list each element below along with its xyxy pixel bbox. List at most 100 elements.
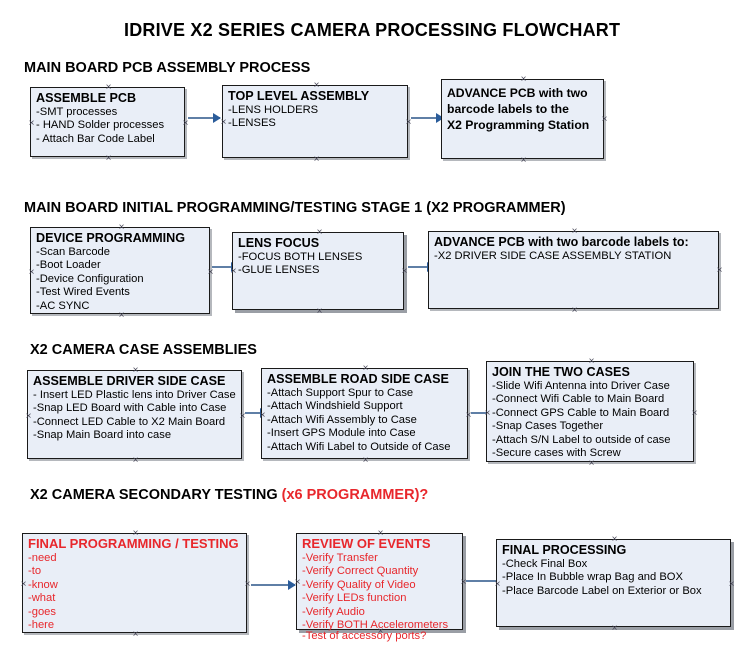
- box-line: - Insert LED Plastic lens into Driver Ca…: [33, 388, 236, 401]
- box-line: -Connect Wifi Cable to Main Board: [492, 393, 665, 406]
- connection-handle-bottom-icon[interactable]: [131, 630, 140, 639]
- connector-shaft: [411, 117, 443, 119]
- box-line: -to: [28, 565, 42, 578]
- connection-handle-left-icon[interactable]: [493, 580, 502, 589]
- box-line: -Verify LEDs function: [302, 592, 407, 605]
- box-title: LENS FOCUS: [238, 236, 320, 250]
- connection-handle-right-icon[interactable]: [715, 266, 724, 275]
- connector-arrow-1-1: [188, 113, 221, 123]
- connection-handle-left-icon[interactable]: [27, 119, 36, 128]
- box-line: -Snap Main Board into case: [33, 429, 172, 442]
- section-heading-1-text: MAIN BOARD PCB ASSEMBLY PROCESS: [24, 60, 311, 76]
- connection-handle-bottom-icon[interactable]: [610, 624, 619, 633]
- box-line: -Secure cases with Screw: [492, 447, 621, 460]
- connection-handle-top-icon[interactable]: [131, 366, 140, 375]
- box-title: TOP LEVEL ASSEMBLY: [228, 89, 370, 103]
- connection-handle-left-icon[interactable]: [483, 409, 492, 418]
- connection-handle-top-icon[interactable]: [117, 223, 126, 232]
- process-box-final-processing[interactable]: FINAL PROCESSING -Check Final Box -Place…: [496, 539, 731, 627]
- connection-handle-top-icon[interactable]: [312, 81, 321, 90]
- connection-handle-left-icon[interactable]: [219, 118, 228, 127]
- section-heading-3: X2 CAMERA CASE ASSEMBLIES: [30, 342, 257, 358]
- connection-handle-left-icon[interactable]: [19, 580, 28, 589]
- box-line: -goes: [28, 605, 56, 618]
- connection-handle-bottom-icon[interactable]: [361, 456, 370, 465]
- section-heading-4-red-text: (x6 PROGRAMMER)?: [281, 487, 429, 503]
- box-title: ASSEMBLE DRIVER SIDE CASE: [33, 374, 226, 388]
- box-title: FINAL PROGRAMMING / TESTING: [28, 536, 239, 551]
- connector-shaft: [408, 266, 434, 268]
- box-line: -Test Wired Events: [36, 286, 130, 299]
- box-title: DEVICE PROGRAMMING: [36, 231, 186, 245]
- box-line: -Verify Correct Quantity: [302, 565, 419, 578]
- connection-handle-left-icon[interactable]: [27, 268, 36, 277]
- connection-handle-top-icon[interactable]: [587, 357, 596, 366]
- process-box-advance-pcb-programming-station[interactable]: ADVANCE PCB with two barcode labels to t…: [441, 79, 604, 159]
- connection-handle-left-icon[interactable]: [24, 412, 33, 421]
- connector-arrowhead-icon: [288, 580, 296, 590]
- section-heading-2: MAIN BOARD INITIAL PROGRAMMING/TESTING S…: [24, 200, 566, 216]
- process-box-advance-pcb-driver-side-station[interactable]: ADVANCE PCB with two barcode labels to: …: [428, 231, 719, 309]
- page-title: IDRIVE X2 SERIES CAMERA PROCESSING FLOWC…: [124, 20, 621, 40]
- connection-handle-top-icon[interactable]: [610, 535, 619, 544]
- process-box-assemble-pcb[interactable]: ASSEMBLE PCB -SMT processes - HAND Solde…: [30, 87, 185, 157]
- connection-handle-bottom-icon[interactable]: [315, 307, 324, 316]
- box-line: -Slide Wifi Antenna into Driver Case: [492, 379, 670, 392]
- box-line: -SMT processes: [36, 105, 118, 118]
- box-line: -Verify BOTH Accelerometers: [302, 619, 449, 632]
- process-box-lens-focus[interactable]: LENS FOCUS -FOCUS BOTH LENSES -GLUE LENS…: [232, 232, 404, 310]
- connection-handle-bottom-icon[interactable]: [104, 154, 113, 163]
- box-line: -Attach S/N Label to outside of case: [492, 433, 671, 446]
- connection-handle-top-icon[interactable]: [104, 83, 113, 92]
- box-line: -Place Barcode Label on Exterior or Box: [502, 584, 702, 597]
- connection-handle-bottom-icon[interactable]: [587, 459, 596, 468]
- box-line: -Place In Bubble wrap Bag and BOX: [502, 571, 683, 584]
- box-line: -Scan Barcode: [36, 245, 111, 258]
- connection-handle-bottom-icon[interactable]: [376, 627, 385, 636]
- connection-handle-right-icon[interactable]: [690, 409, 699, 418]
- connection-handle-right-icon[interactable]: [727, 580, 736, 589]
- connection-handle-top-icon[interactable]: [315, 228, 324, 237]
- box-title: ADVANCE PCB with two barcode labels to:: [434, 235, 689, 249]
- box-line: -need: [28, 551, 57, 564]
- box-line: -Attach Wifi Assembly to Case: [267, 413, 417, 426]
- process-box-top-level-assembly[interactable]: TOP LEVEL ASSEMBLY -LENS HOLDERS -LENSES: [222, 85, 408, 158]
- connection-handle-left-icon[interactable]: [293, 578, 302, 587]
- process-box-review-of-events[interactable]: REVIEW OF EVENTS -Verify Transfer -Verif…: [293, 533, 463, 642]
- process-box-final-programming-testing[interactable]: FINAL PROGRAMMING / TESTING -need -to -k…: [22, 533, 247, 633]
- connection-handle-bottom-icon[interactable]: [519, 156, 528, 165]
- box-line: -GLUE LENSES: [238, 264, 320, 277]
- process-box-device-programming[interactable]: DEVICE PROGRAMMING -Scan Barcode -Boot L…: [30, 227, 210, 314]
- connection-handle-top-icon[interactable]: [376, 529, 385, 538]
- box-overflow-line: -Test of accessory ports?: [302, 630, 427, 642]
- box-line: -Verify Audio: [302, 605, 365, 618]
- connection-handle-bottom-icon[interactable]: [117, 311, 126, 320]
- connection-handle-bottom-icon[interactable]: [570, 306, 579, 315]
- box-line: -Snap Cases Together: [492, 420, 604, 433]
- connector-arrowhead-icon: [213, 113, 221, 123]
- connection-handle-left-icon[interactable]: [258, 411, 267, 420]
- section-heading-3-text: X2 CAMERA CASE ASSEMBLIES: [30, 342, 257, 358]
- connection-handle-right-icon[interactable]: [600, 115, 609, 124]
- connection-handle-top-icon[interactable]: [131, 529, 140, 538]
- connection-handle-top-icon[interactable]: [570, 227, 579, 236]
- process-box-assemble-road-side-case[interactable]: ASSEMBLE ROAD SIDE CASE -Attach Support …: [261, 368, 468, 459]
- box-line: -here: [28, 619, 55, 632]
- section-heading-2-text: MAIN BOARD INITIAL PROGRAMMING/TESTING S…: [24, 200, 566, 216]
- connection-handle-left-icon[interactable]: [229, 267, 238, 276]
- box-line: -what: [28, 592, 56, 605]
- box-line: -Device Configuration: [36, 272, 144, 285]
- process-box-join-the-two-cases[interactable]: JOIN THE TWO CASES -Slide Wifi Antenna i…: [486, 361, 694, 462]
- connection-handle-top-icon[interactable]: [361, 364, 370, 373]
- process-box-assemble-driver-side-case[interactable]: ASSEMBLE DRIVER SIDE CASE - Insert LED P…: [27, 370, 242, 459]
- connection-handle-bottom-icon[interactable]: [131, 456, 140, 465]
- connector-arrowhead-icon: [436, 113, 444, 123]
- box-line: -Verify Quality of Video: [302, 578, 416, 591]
- box-line: -Snap LED Board with Cable into Case: [33, 402, 227, 415]
- box-line: - HAND Solder processes: [36, 119, 165, 132]
- connection-handle-bottom-icon[interactable]: [312, 155, 321, 164]
- connection-handle-top-icon[interactable]: [519, 75, 528, 84]
- box-title: ASSEMBLE PCB: [36, 91, 137, 105]
- box-title: JOIN THE TWO CASES: [492, 365, 630, 379]
